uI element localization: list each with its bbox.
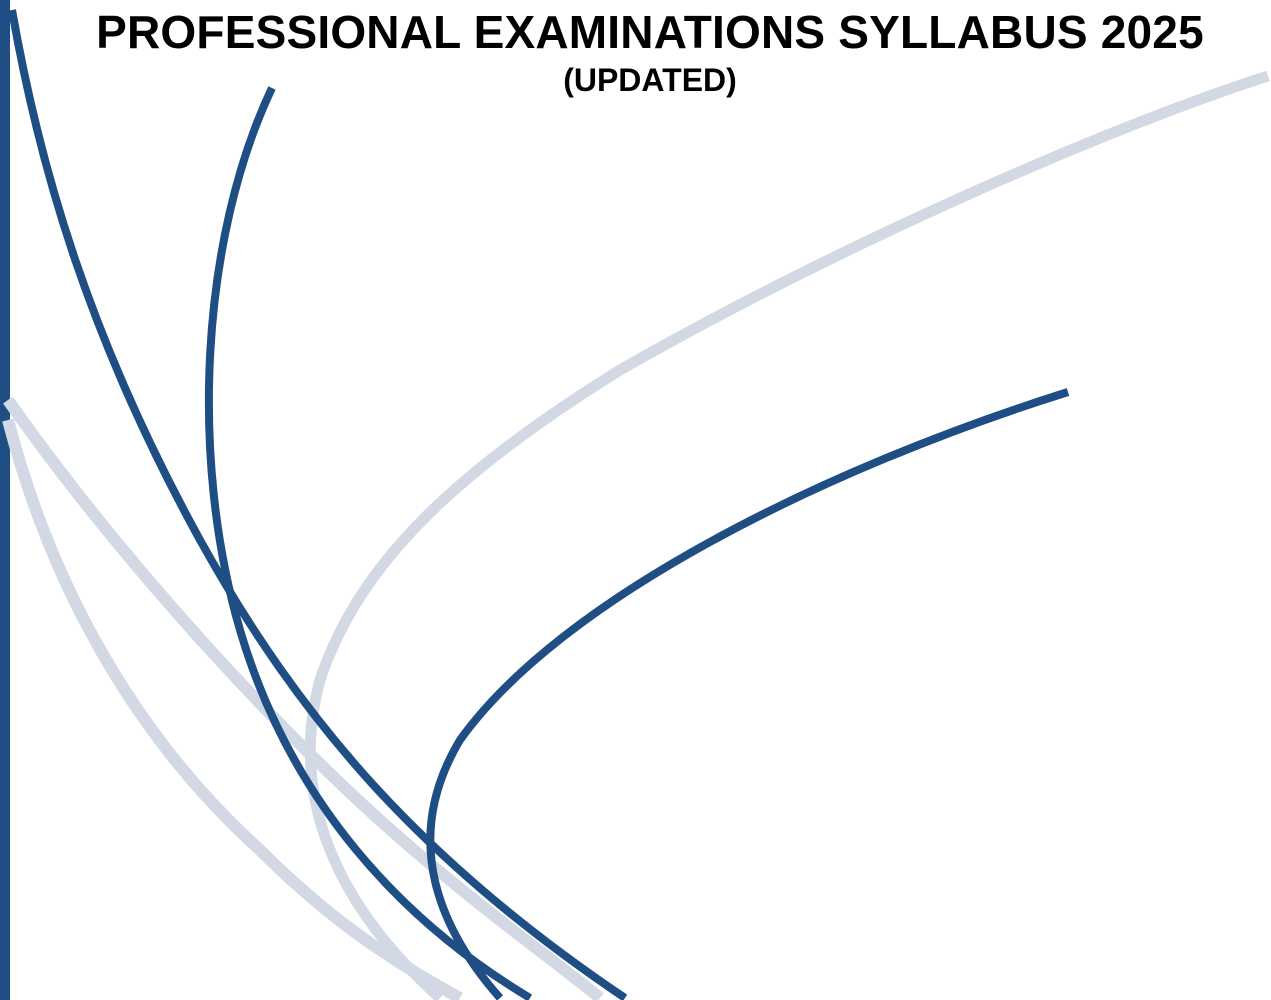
left-accent-bar (0, 0, 10, 1000)
light-curve-left-lower (2, 418, 463, 1000)
light-curve-long (304, 70, 1270, 1000)
document-subtitle: (UPDATED) (563, 62, 737, 98)
header: PROFESSIONAL EXAMINATIONS SYLLABUS 2025 … (0, 4, 1271, 100)
light-curve-left-upper (3, 396, 604, 1000)
dark-curve-right (426, 388, 1070, 1000)
dark-curve-inner (204, 86, 533, 1000)
document-title: PROFESSIONAL EXAMINATIONS SYLLABUS 2025 (96, 6, 1204, 58)
dark-curve-outer (8, 9, 628, 1000)
